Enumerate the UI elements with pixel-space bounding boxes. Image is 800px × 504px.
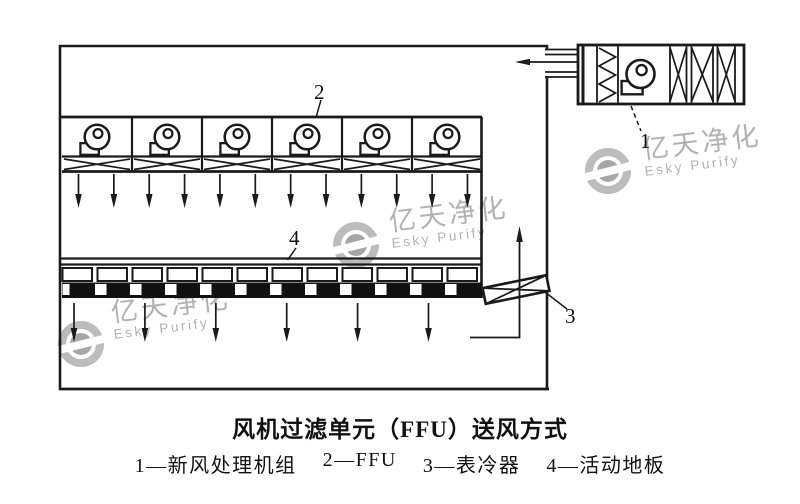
underfloor-arrow-head [425, 328, 432, 342]
fresh-air-arrow-head [515, 58, 530, 66]
ffu-filter-x-line [413, 158, 481, 171]
ffu-fan-icon-inlet [372, 128, 384, 140]
floor-tile [446, 267, 478, 282]
ffu-fan-icon-inlet [162, 128, 174, 140]
underfloor-arrow-head [283, 328, 290, 342]
esky-logo-icon [58, 321, 104, 367]
floor-tile [306, 267, 338, 282]
supply-arrow-head [110, 194, 118, 208]
label-ffu: 2 [314, 80, 325, 104]
return-arrow [470, 242, 521, 339]
floor-strip-gap [445, 284, 457, 295]
floor-strip-gap [410, 284, 422, 295]
underfloor-arrow-head [70, 328, 78, 342]
underfloor-arrow-head [141, 328, 149, 342]
floor-strip-gap [130, 284, 142, 295]
ahu-label-leader [630, 105, 642, 132]
supply-arrow-head [464, 194, 471, 208]
ffu-fan-icon-inlet [92, 128, 104, 140]
label-cooler: 3 [565, 304, 576, 328]
legend-item: 3—表冷器 [422, 455, 521, 477]
floor-strip-gap [95, 284, 107, 295]
ahu-coil-x-line [669, 47, 688, 102]
ffu-filter-x-line [343, 158, 411, 171]
ffu-fan-icon-inlet [232, 128, 244, 140]
ahu-filter-zigzag [597, 47, 618, 103]
ffu-filter-x-line [273, 158, 341, 171]
ffu-fan-icon-inlet [442, 128, 454, 140]
label-floor: 4 [289, 226, 300, 250]
floor-tile [96, 267, 128, 282]
diagram-legend: 1—新风处理机组 2—FFU 3—表冷器 4—活动地板 [0, 449, 800, 478]
floor-strip-gap [270, 284, 282, 295]
ahu-coil-x-line [716, 47, 736, 102]
floor-tile [376, 267, 408, 282]
floor-tile [236, 267, 268, 282]
cooler-x-line [482, 287, 550, 292]
ffu-label-leader [315, 99, 322, 118]
ffu-filter-x-line [63, 158, 131, 171]
supply-arrow-head [216, 194, 224, 208]
floor-strip-gap [62, 284, 70, 295]
underfloor-arrow-head [212, 328, 220, 342]
floor-strip-gap [305, 284, 317, 295]
ahu-coil-x-line [690, 47, 714, 102]
supply-arrow-head [181, 194, 188, 208]
supply-arrow-head [75, 194, 82, 208]
floor-tile [61, 267, 93, 282]
esky-logo-icon [585, 148, 631, 194]
floor-tile [341, 267, 373, 282]
floor-tile [201, 267, 233, 282]
ahu-fan-icon-inlet [635, 63, 648, 77]
supply-arrow-head [252, 194, 259, 208]
supply-arrow-head [393, 194, 401, 208]
legend-item: 2—FFU [322, 449, 397, 471]
floor-strip-gap [235, 284, 247, 295]
ffu-filter-x-line [133, 158, 201, 171]
floor-tile [271, 267, 303, 282]
supply-arrow-head [322, 194, 330, 208]
floor-strip-gap [165, 284, 177, 295]
ffu-filter-x-line [203, 158, 271, 171]
underfloor-arrow-head [354, 328, 361, 342]
floor-tile [411, 267, 443, 282]
legend-item: 4—活动地板 [546, 455, 666, 477]
supply-arrow-head [358, 194, 365, 208]
floor-strip-gap [200, 284, 212, 295]
legend-item: 1—新风处理机组 [134, 455, 297, 477]
diagram-title: 风机过滤单元（FFU）送风方式 [232, 417, 568, 442]
supply-arrow-head [145, 194, 153, 208]
floor-tile [166, 267, 198, 282]
ffu-fan-icon-inlet [302, 128, 314, 140]
return-arrow-head [516, 226, 523, 242]
supply-arrow-head [428, 194, 436, 208]
ahu-box [576, 43, 746, 106]
supply-arrow-head [287, 194, 294, 208]
label-ahu: 1 [640, 129, 651, 153]
floor-tile [131, 267, 163, 282]
cooler [481, 273, 551, 306]
floor-strip-gap [340, 284, 352, 295]
floor-strip-gap [375, 284, 387, 295]
